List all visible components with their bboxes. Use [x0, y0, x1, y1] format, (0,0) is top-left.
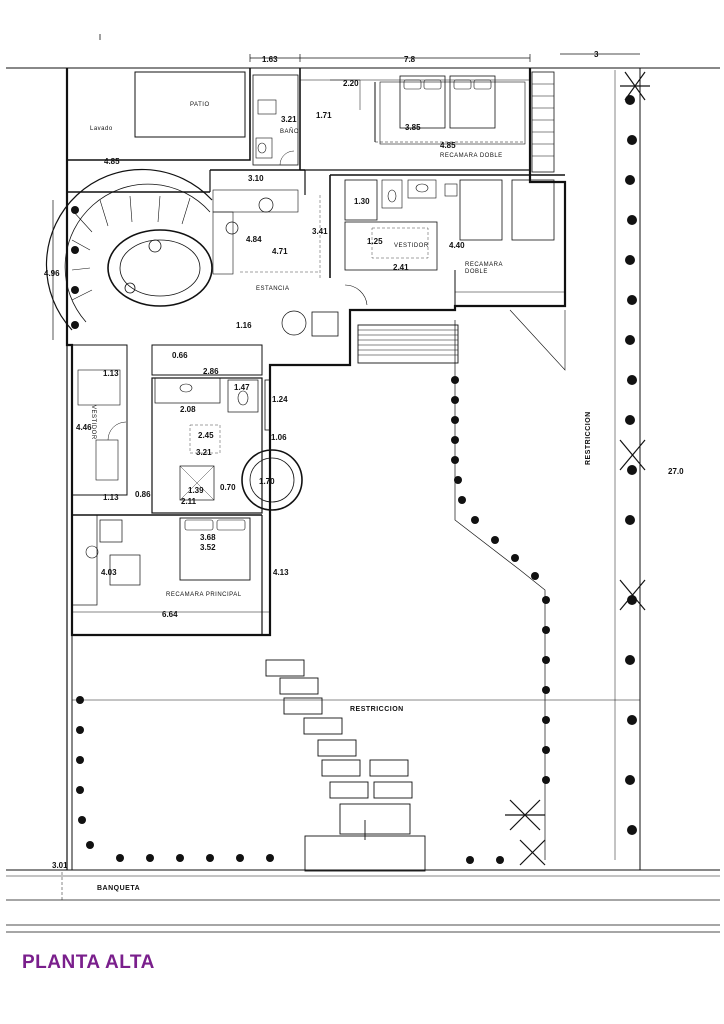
dim-1-06: 1.06 — [271, 433, 287, 442]
dim-3-01: 3.01 — [52, 861, 68, 870]
label-recamara-doble-2b: DOBLE — [465, 269, 488, 275]
master-bath — [151, 344, 303, 514]
label-patio: PATIO — [190, 102, 210, 108]
dim-2-45: 2.45 — [198, 431, 214, 440]
dim-1-13a: 1.13 — [103, 369, 119, 378]
top-dimension-line — [249, 53, 640, 62]
recamara-doble-2 — [444, 179, 566, 371]
dim-4-84: 4.84 — [246, 235, 262, 244]
label-restriccion-2: RESTRICCION — [350, 706, 404, 713]
dim-2-11: 2.11 — [181, 497, 197, 506]
dim-2-41: 2.41 — [393, 263, 409, 272]
dim-2-86: 2.86 — [203, 367, 219, 376]
dim-3-21b: 3.21 — [196, 448, 212, 457]
dim-7-8: 7.8 — [404, 55, 416, 64]
patio-grid — [134, 71, 246, 138]
dim-4-85a: 4.85 — [440, 141, 456, 150]
stairs-top-right — [531, 71, 555, 173]
dim-3-52: 3.52 — [200, 543, 216, 552]
dim-1-24: 1.24 — [272, 395, 288, 404]
stepping-stones — [265, 659, 426, 872]
dim-1-70: 1.70 — [259, 477, 275, 486]
estancia-furniture — [212, 189, 368, 337]
dim-3-21a: 3.21 — [281, 115, 297, 124]
label-recamara-doble-1: RECAMARA DOBLE — [440, 153, 503, 159]
dim-0-86: 0.86 — [135, 490, 151, 499]
label-restriccion-1: RESTRICCION — [585, 411, 592, 465]
dim-3-41: 3.41 — [312, 227, 328, 236]
dim-4-71: 4.71 — [272, 247, 288, 256]
stairs-center — [357, 324, 459, 364]
dim-1-16: 1.16 — [236, 321, 252, 330]
dim-1-13b: 1.13 — [103, 493, 119, 502]
dim-3-85: 3.85 — [405, 123, 421, 132]
label-lavado: Lavado — [90, 126, 113, 132]
dim-1-63: 1.63 — [262, 55, 278, 64]
page-title: PLANTA ALTA — [22, 952, 155, 973]
dim-1-25: 1.25 — [367, 237, 383, 246]
dim-4-40: 4.40 — [449, 241, 465, 250]
dim-2-20: 2.20 — [343, 79, 359, 88]
label-banqueta: BANQUETA — [97, 885, 140, 892]
palm-trees — [505, 71, 650, 866]
dim-0-66: 0.66 — [172, 351, 188, 360]
label-recamara-principal: RECAMARA PRINCIPAL — [166, 592, 242, 598]
label-vestidor-1: VESTIDOR — [90, 405, 96, 440]
bano-fixtures — [252, 74, 299, 166]
hedge-vegetation — [71, 95, 637, 864]
label-vestidor-2: VESTIDOR — [394, 243, 429, 249]
dim-3-68: 3.68 — [200, 533, 216, 542]
dim-1-39: 1.39 — [188, 486, 204, 495]
garden-path-edge — [454, 320, 546, 860]
label-recamara-doble-2a: RECAMARA — [465, 262, 503, 268]
dim-1-71: 1.71 — [316, 111, 332, 120]
property-boundary — [6, 34, 720, 933]
label-bano: BAÑO — [280, 128, 299, 135]
vestidor-1 — [71, 344, 128, 496]
dim-3: 3 — [594, 50, 599, 59]
vestidor-bano-2 — [344, 179, 438, 271]
spiral-staircase — [45, 168, 213, 331]
recamara-principal — [71, 514, 270, 635]
dim-27: 27.0 — [668, 467, 684, 476]
dim-4-13: 4.13 — [273, 568, 289, 577]
recamara-doble-1 — [330, 75, 526, 145]
dim-2-08: 2.08 — [180, 405, 196, 414]
dim-4-03: 4.03 — [101, 568, 117, 577]
dim-6-64: 6.64 — [162, 610, 178, 619]
dim-1-30: 1.30 — [354, 197, 370, 206]
dim-0-70: 0.70 — [220, 483, 236, 492]
dim-3-10: 3.10 — [248, 174, 264, 183]
label-estancia: ESTANCIA — [256, 286, 290, 292]
dim-1-47: 1.47 — [234, 383, 250, 392]
dim-4-96: 4.96 — [44, 269, 60, 278]
dim-4-85b: 4.85 — [104, 157, 120, 166]
dim-4-46: 4.46 — [76, 423, 92, 432]
